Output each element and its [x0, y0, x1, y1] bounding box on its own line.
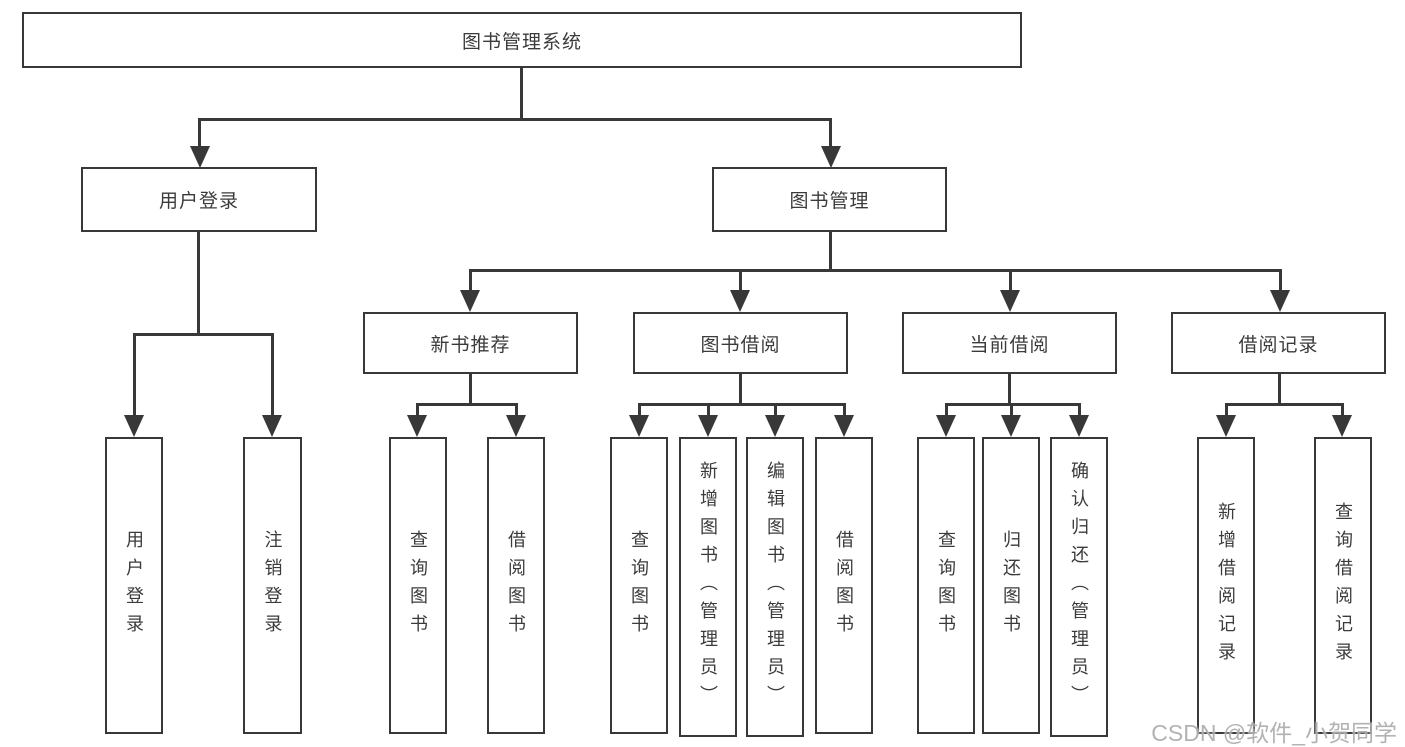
arrow-down-icon [1000, 290, 1020, 312]
node-label: 新书推荐 [430, 334, 511, 356]
connector-line [416, 403, 518, 406]
connector-line [469, 269, 1281, 272]
connector-line [271, 333, 274, 417]
leaf-user-login: 用户登录 [105, 437, 163, 734]
connector-line [1078, 403, 1081, 417]
leaf-return-books: 归还图书 [982, 437, 1040, 734]
node-current-borrowing: 当前借阅 [902, 312, 1117, 374]
node-label: 编辑图书（管理员） [765, 461, 785, 713]
leaf-query-books: 查询图书 [917, 437, 975, 734]
connector-line [1225, 403, 1344, 406]
connector-line [638, 403, 846, 406]
node-new-books: 新书推荐 [363, 312, 578, 374]
leaf-query-books: 查询图书 [389, 437, 447, 734]
arrow-down-icon [460, 290, 480, 312]
arrow-down-icon [730, 290, 750, 312]
node-label: 借阅图书 [506, 529, 526, 642]
node-label: 用户登录 [124, 529, 144, 642]
node-label: 查询图书 [629, 529, 649, 642]
connector-line [1009, 269, 1012, 292]
node-label: 用户登录 [158, 191, 239, 212]
connector-line [739, 269, 742, 292]
node-label: 图书管理系统 [461, 31, 582, 53]
connector-line [774, 403, 777, 417]
leaf-borrow-books: 借阅图书 [487, 437, 545, 734]
connector-line [739, 373, 742, 406]
connector-line [707, 403, 710, 417]
node-label: 图书借阅 [700, 334, 781, 356]
arrow-down-icon [765, 415, 785, 437]
leaf-logout: 注销登录 [243, 437, 302, 734]
leaf-query-books: 查询图书 [610, 437, 668, 734]
connector-line [198, 118, 201, 148]
connector-line [829, 231, 832, 272]
connector-line [945, 403, 948, 417]
connector-line [469, 269, 472, 292]
arrow-down-icon [506, 415, 526, 437]
node-book-borrowing: 图书借阅 [633, 312, 848, 374]
leaf-edit-books-admin: 编辑图书（管理员） [746, 437, 804, 737]
node-user-login: 用户登录 [81, 167, 317, 232]
node-label: 查询借阅记录 [1333, 501, 1353, 670]
node-label: 确认归还（管理员） [1069, 461, 1089, 713]
connector-line [520, 66, 523, 119]
node-label: 借阅图书 [834, 529, 854, 642]
connector-line [469, 373, 472, 406]
leaf-add-borrow-record: 新增借阅记录 [1197, 437, 1255, 734]
arrow-down-icon [698, 415, 718, 437]
node-label: 借阅记录 [1238, 334, 1319, 356]
leaf-borrow-books: 借阅图书 [815, 437, 873, 734]
connector-line [1278, 373, 1281, 406]
connector-line [1225, 403, 1228, 417]
connector-line [1279, 269, 1282, 292]
arrow-down-icon [1332, 415, 1352, 437]
node-book-management: 图书管理 [712, 167, 947, 232]
watermark-text: CSDN @软件_小贺同学 [1151, 720, 1397, 746]
connector-line [638, 403, 641, 417]
connector-line [133, 333, 136, 417]
node-label: 图书管理 [789, 191, 870, 212]
connector-line [416, 403, 419, 417]
node-label: 当前借阅 [969, 334, 1050, 356]
leaf-add-books-admin: 新增图书（管理员） [679, 437, 737, 737]
node-library-system: 图书管理系统 [22, 12, 1022, 68]
connector-line [1008, 373, 1011, 406]
connector-line [197, 231, 200, 336]
node-label: 查询图书 [936, 529, 956, 642]
arrow-down-icon [407, 415, 427, 437]
arrow-down-icon [262, 415, 282, 437]
arrow-down-icon [834, 415, 854, 437]
connector-line [515, 403, 518, 417]
connector-line [843, 403, 846, 417]
arrow-down-icon [1069, 415, 1089, 437]
arrow-down-icon [1216, 415, 1236, 437]
leaf-confirm-return-admin: 确认归还（管理员） [1050, 437, 1108, 737]
connector-line [198, 118, 832, 121]
arrow-down-icon [124, 415, 144, 437]
arrow-down-icon [936, 415, 956, 437]
node-label: 归还图书 [1001, 529, 1021, 642]
arrow-down-icon [629, 415, 649, 437]
leaf-query-borrow-record: 查询借阅记录 [1314, 437, 1372, 734]
node-label: 查询图书 [408, 529, 428, 642]
arrow-down-icon [1270, 290, 1290, 312]
connector-line [133, 333, 273, 336]
arrow-down-icon [821, 146, 841, 168]
node-label: 注销登录 [262, 529, 283, 642]
node-label: 新增借阅记录 [1216, 501, 1236, 670]
node-borrowing-records: 借阅记录 [1171, 312, 1386, 374]
connector-line [1010, 403, 1013, 417]
arrow-down-icon [1001, 415, 1021, 437]
connector-line [829, 118, 832, 148]
arrow-down-icon [190, 146, 210, 168]
node-label: 新增图书（管理员） [698, 461, 718, 713]
connector-line [1341, 403, 1344, 417]
